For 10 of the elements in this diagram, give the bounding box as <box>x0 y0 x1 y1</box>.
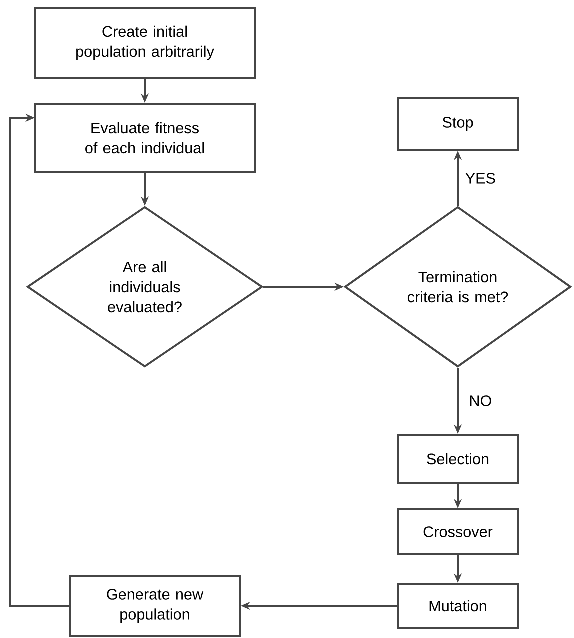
process-box: Evaluate fitness of each individual <box>34 103 256 173</box>
edge-label: YES <box>464 172 498 186</box>
process-box: Selection <box>397 434 519 484</box>
edge-label: NO <box>468 394 494 408</box>
arrow <box>9 114 69 607</box>
process-box: Mutation <box>397 583 519 629</box>
process-box: Generate new population <box>69 575 241 637</box>
process-box: Crossover <box>397 508 519 556</box>
process-box: Stop <box>397 97 519 151</box>
process-box: Create initial population arbitrarily <box>34 7 256 79</box>
